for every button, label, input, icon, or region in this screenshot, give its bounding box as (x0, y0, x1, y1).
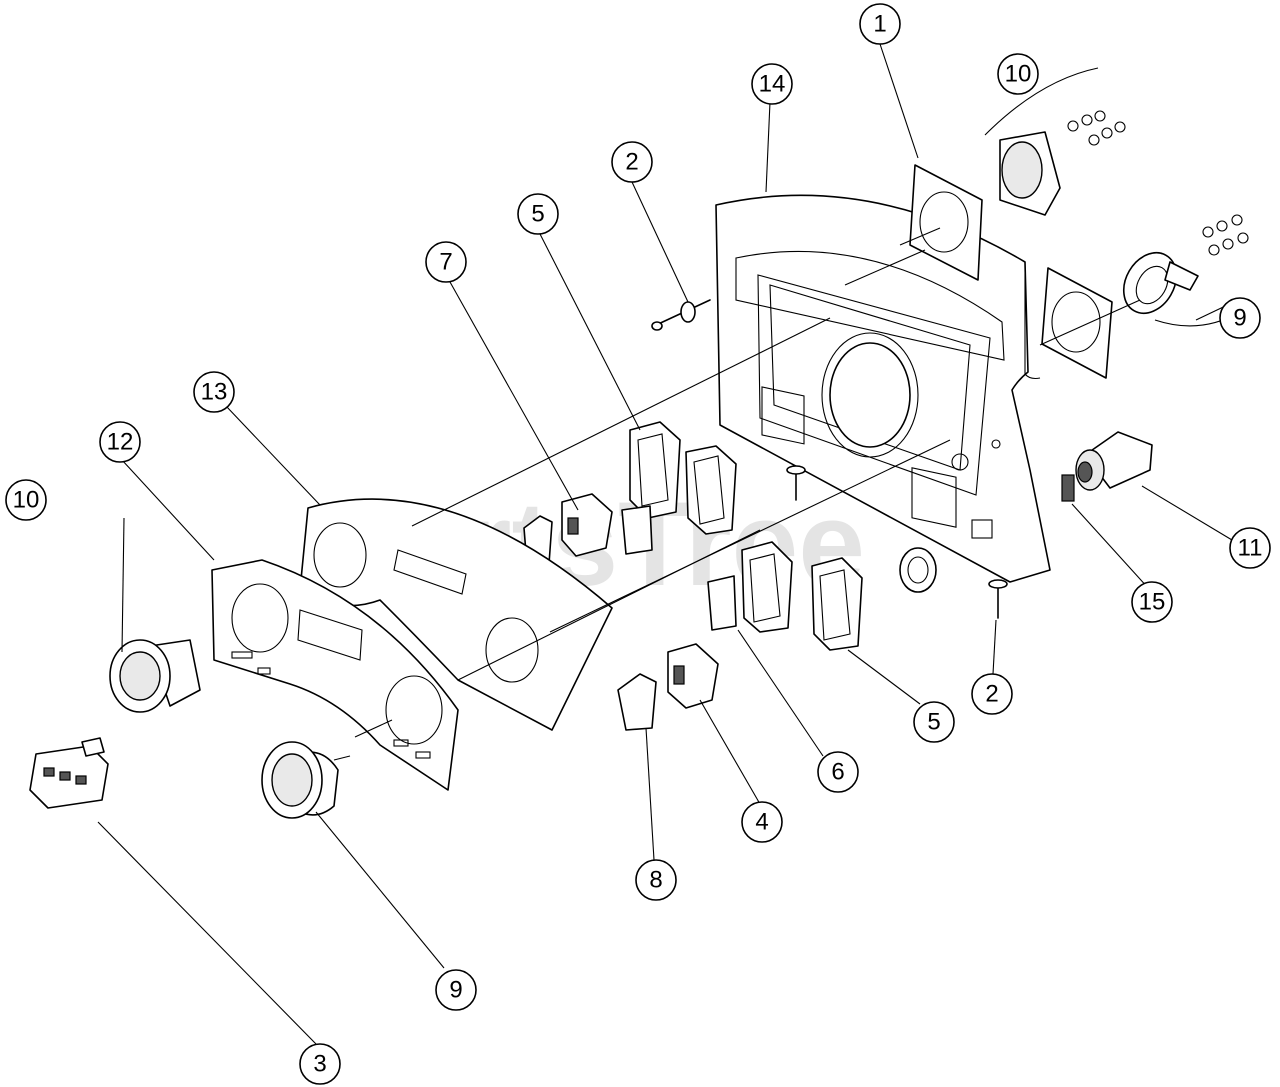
grommet (899, 547, 937, 593)
callout-12: 12 (99, 421, 141, 463)
gasket-plate-upper (909, 164, 983, 281)
screw-top (651, 299, 711, 331)
ignition-key (1061, 474, 1075, 502)
callout-9-bottom: 9 (435, 969, 477, 1011)
callout-9-right: 9 (1219, 297, 1261, 339)
callout-label: 4 (755, 809, 768, 836)
callout-label: 5 (927, 709, 940, 736)
meter-bottom (261, 741, 351, 819)
ignition-switch (1075, 431, 1153, 491)
callout-label: 5 (531, 201, 544, 228)
explosion-lines (354, 227, 1141, 738)
callout-label: 12 (107, 429, 134, 456)
callout-label: 9 (449, 977, 462, 1004)
callout-10-left: 10 (5, 479, 47, 521)
callout-label: 2 (985, 681, 998, 708)
screw-bottom (786, 465, 1008, 619)
callout-label: 10 (1005, 61, 1032, 88)
decal-panel (211, 559, 459, 791)
callout-label: 3 (313, 1051, 326, 1078)
callout-5-bottom: 5 (913, 701, 955, 743)
callout-15: 15 (1131, 581, 1173, 623)
panel-gasket (299, 498, 613, 731)
callout-4: 4 (741, 801, 783, 843)
callout-label: 10 (13, 487, 40, 514)
callout-5-top: 5 (517, 193, 559, 235)
callout-label: 2 (625, 149, 638, 176)
callout-label: 9 (1233, 305, 1246, 332)
meter-upper (984, 67, 1126, 216)
callout-label: 8 (649, 867, 662, 894)
callout-label: 6 (831, 759, 844, 786)
callout-label: 15 (1139, 589, 1166, 616)
callout-label: 1 (873, 11, 886, 38)
console-housing (715, 194, 1051, 583)
switch-housing-upper (629, 421, 737, 535)
callout-label: 11 (1238, 535, 1263, 562)
terminal-block (29, 737, 109, 809)
callout-3: 3 (299, 1043, 341, 1085)
gasket-plate-lower (1041, 267, 1113, 379)
callout-label: 14 (759, 71, 786, 98)
callout-2-bottom: 2 (971, 673, 1013, 715)
switch-housing-lower (741, 541, 863, 651)
callout-label: 7 (439, 249, 452, 276)
callout-1: 1 (859, 3, 901, 45)
callout-10-top: 10 (997, 53, 1039, 95)
callout-11: 11 (1229, 527, 1271, 569)
callout-6: 6 (817, 751, 859, 793)
callout-label: 13 (201, 379, 228, 406)
callout-8: 8 (635, 859, 677, 901)
callout-7: 7 (425, 241, 467, 283)
rocker-switch-lower (617, 575, 737, 731)
meter-bezel-right (1122, 214, 1249, 327)
meter-left (109, 639, 201, 713)
callout-2-top: 2 (611, 141, 653, 183)
callout-13: 13 (193, 371, 235, 413)
callout-14: 14 (751, 63, 793, 105)
